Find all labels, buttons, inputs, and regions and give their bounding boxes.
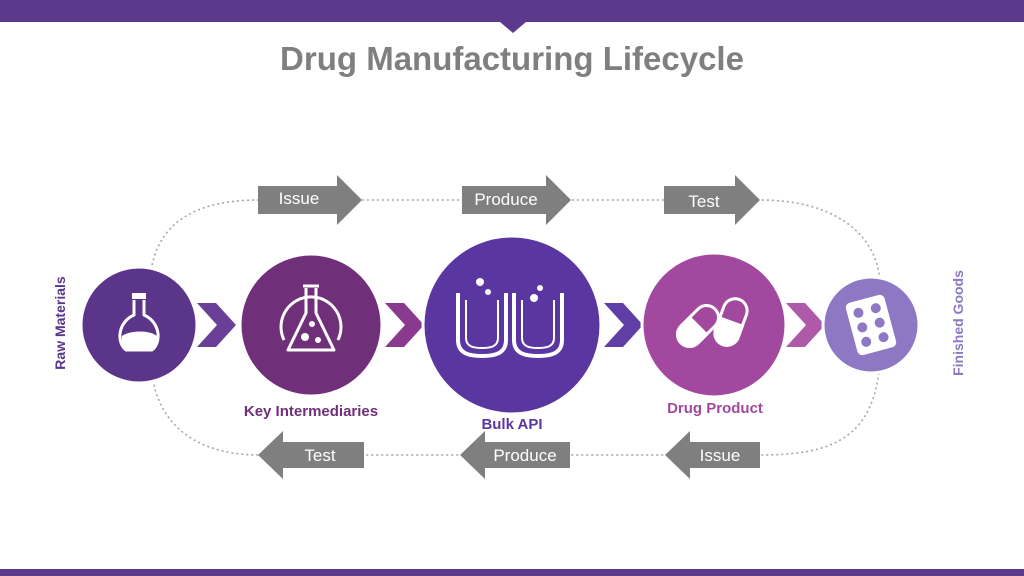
capsules-icon [676,297,749,348]
page-title: Drug Manufacturing Lifecycle [280,40,744,77]
bottom-banner [0,569,1024,576]
top-step-issue-label: Issue [278,189,320,208]
drug-product-label: Drug Product [667,400,763,417]
chevron-icon [385,303,424,347]
key-intermediaries-label: Key Intermediaries [243,403,379,420]
chevron-icon [197,303,236,347]
top-step-produce-label: Produce [474,190,538,209]
bulk-api-label: Bulk API [481,416,543,433]
top-banner [0,0,1024,22]
bottom-step-produce-label: Produce [493,446,557,465]
test-tubes-icon [456,278,564,358]
bottom-step-issue-label: Issue [699,446,741,465]
raw-materials-label: Raw Materials [52,276,68,370]
banner-notch [500,22,526,33]
bottom-step-arrow-issue [665,431,760,479]
chevron-icon [786,303,825,347]
chevron-icon [604,303,643,347]
top-step-arrow-produce [462,175,571,225]
blister-pack-icon [845,294,897,356]
finished-goods-label: Finished Goods [950,270,966,376]
beaker-icon [279,284,343,352]
raw-materials-node [79,265,199,385]
lifecycle-loop [149,199,881,456]
bottom-step-arrow-produce [460,431,570,479]
bottom-step-test-label: Test [304,446,336,465]
bottom-step-arrow-test [258,431,364,479]
top-step-test-label: Test [688,192,720,211]
top-step-arrow-test [664,175,760,225]
flask-icon [118,293,160,352]
top-step-arrow-issue [258,175,362,225]
